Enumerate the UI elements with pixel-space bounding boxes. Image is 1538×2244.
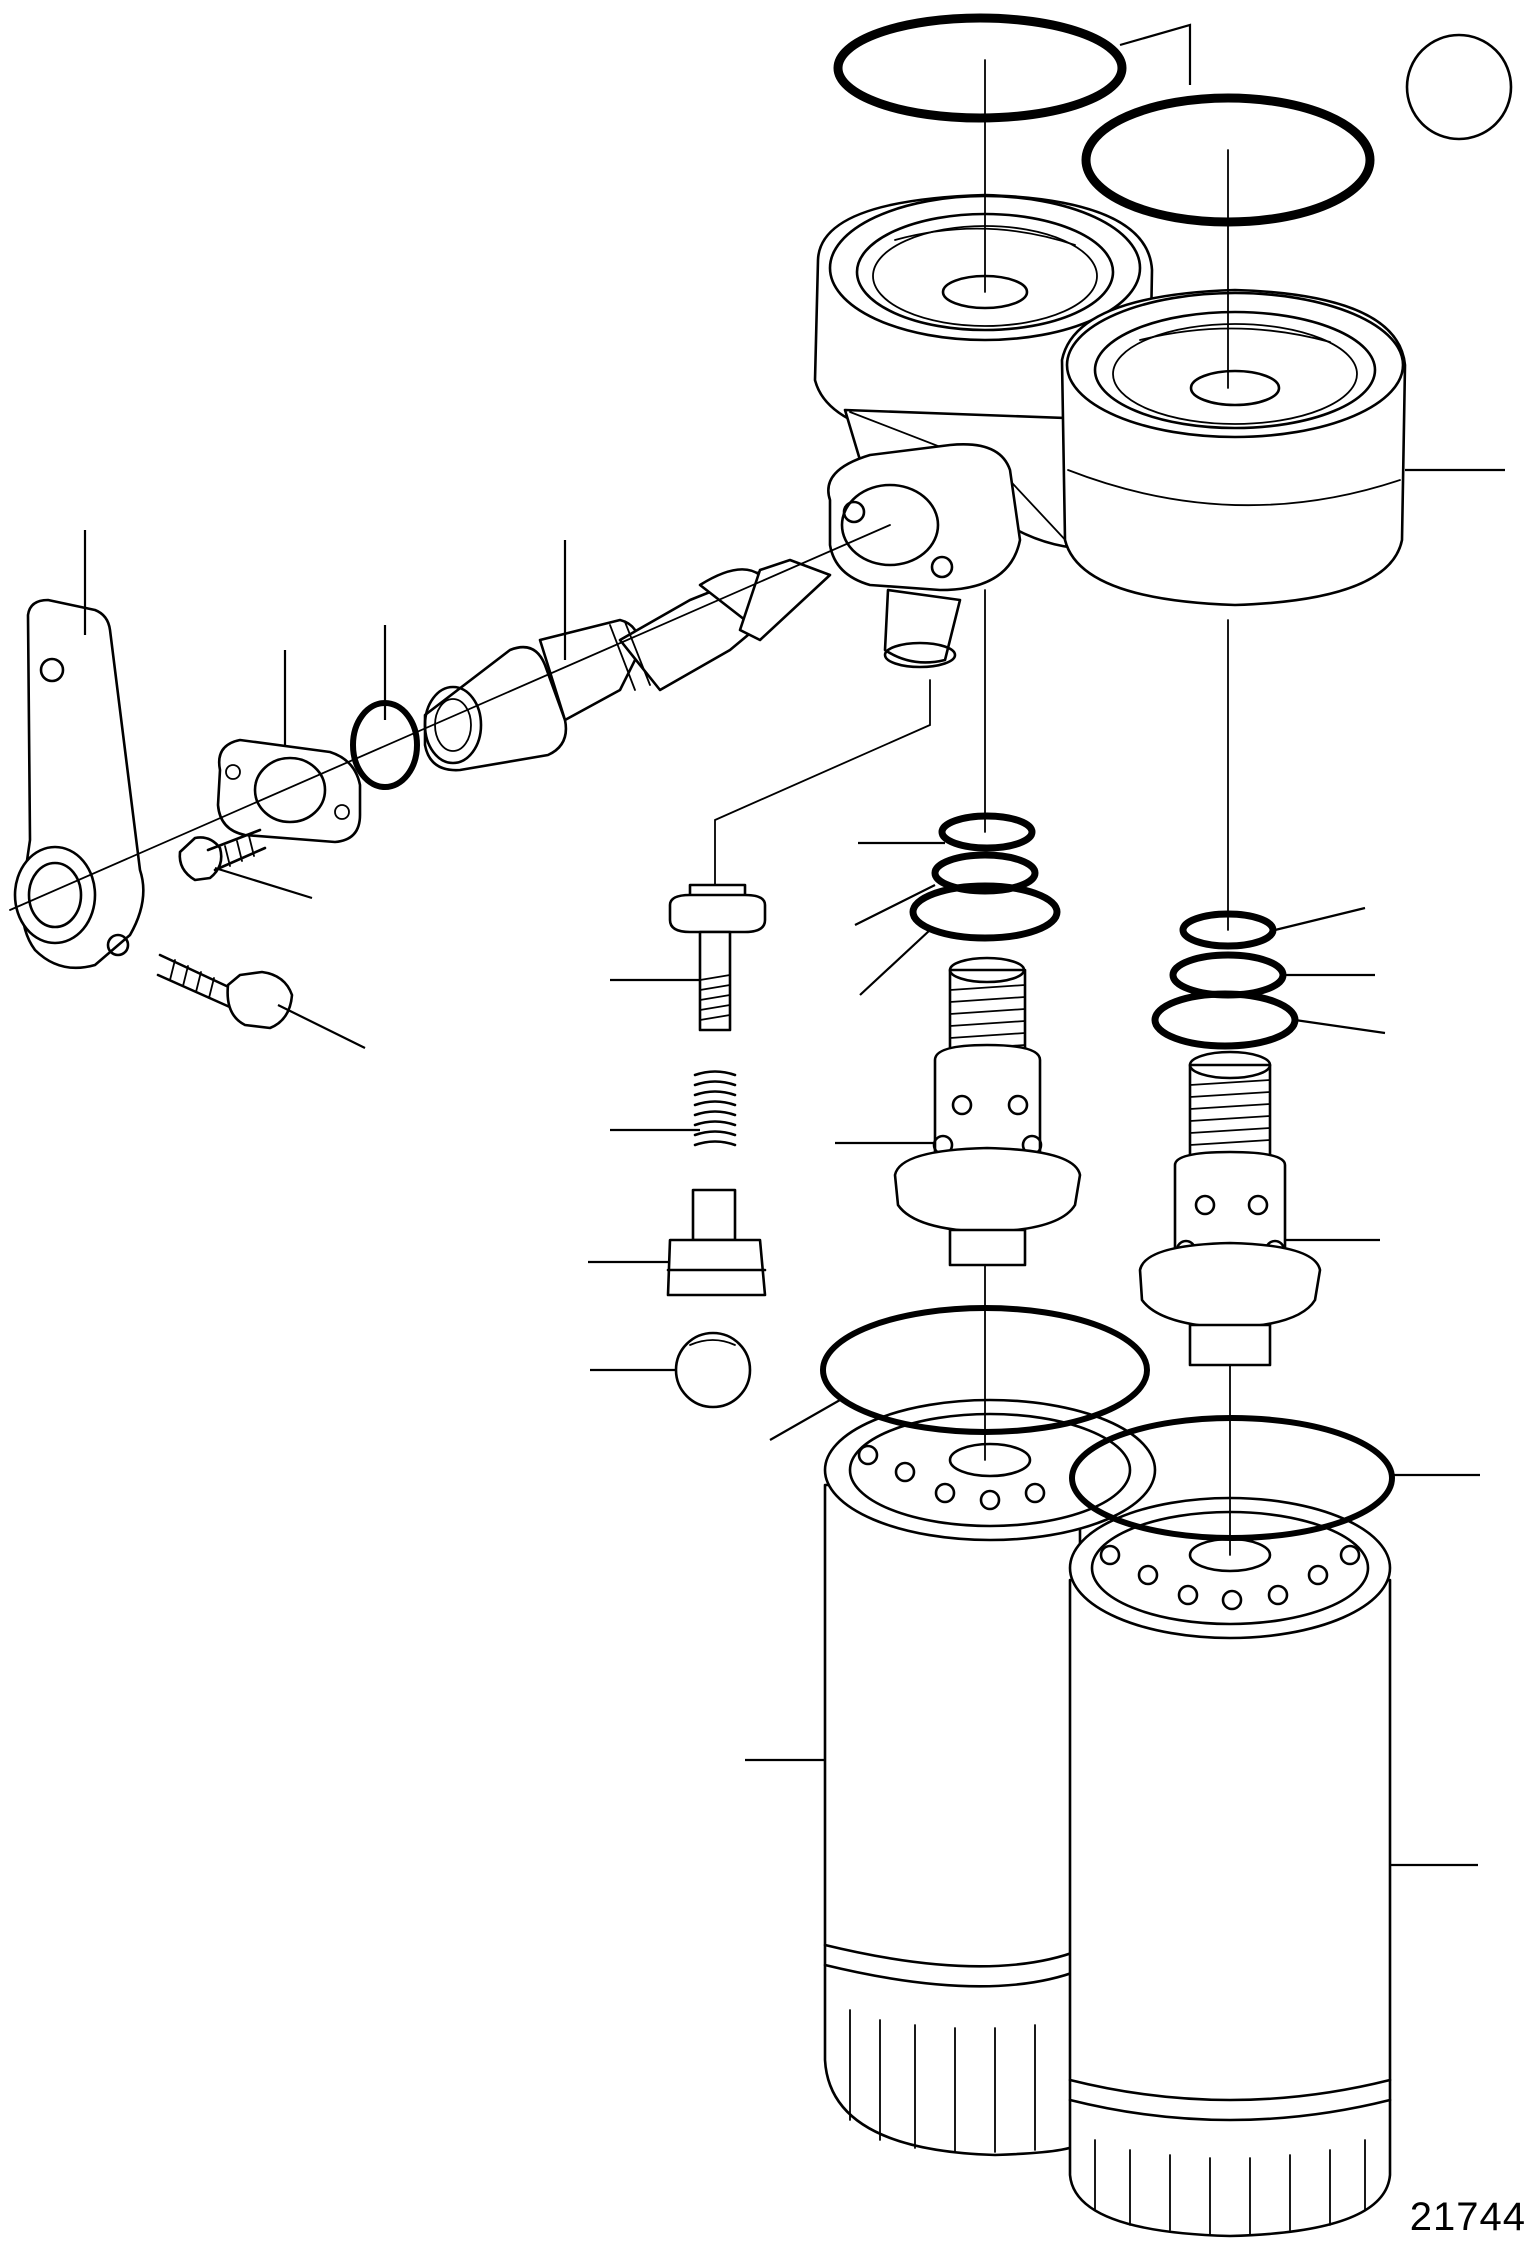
- reference-circle: [1405, 33, 1513, 141]
- o-rings-right-stack: [1151, 910, 1299, 1050]
- drawing-number: 21744: [1409, 2195, 1526, 2239]
- filter-cartridge-left: [823, 1398, 1157, 2157]
- filter-housing: [813, 193, 1407, 669]
- lever-arm: [13, 598, 145, 970]
- o-rings-left-stack: [909, 812, 1061, 942]
- top-o-ring-left: [833, 13, 1127, 123]
- nipple-right: [1138, 1050, 1322, 1367]
- flange-bolt: [156, 953, 294, 1030]
- nipple-left: [893, 956, 1082, 1267]
- leader-lines: [83, 23, 1505, 1867]
- bolt-small: [178, 828, 267, 882]
- valve-spool: [423, 558, 832, 772]
- filter-cartridge-right: [1068, 1496, 1392, 2238]
- bypass-valve-stack: [666, 883, 767, 1409]
- assembly-axis-lines: [9, 59, 1231, 1556]
- gasket-right: [1069, 1415, 1395, 1541]
- flange-gasket: [216, 738, 362, 844]
